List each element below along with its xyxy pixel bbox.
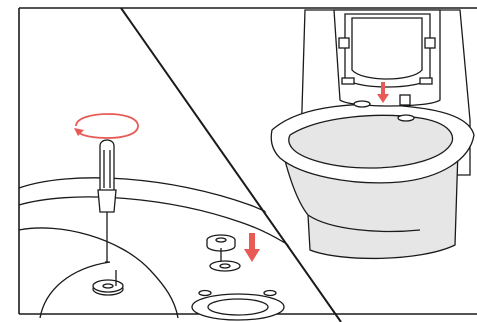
drain-hole [192,291,284,321]
rotate-arrow-icon [74,114,138,138]
hinge-cap [207,235,240,271]
down-arrow-icon [244,233,260,262]
toilet-panel [271,10,474,258]
